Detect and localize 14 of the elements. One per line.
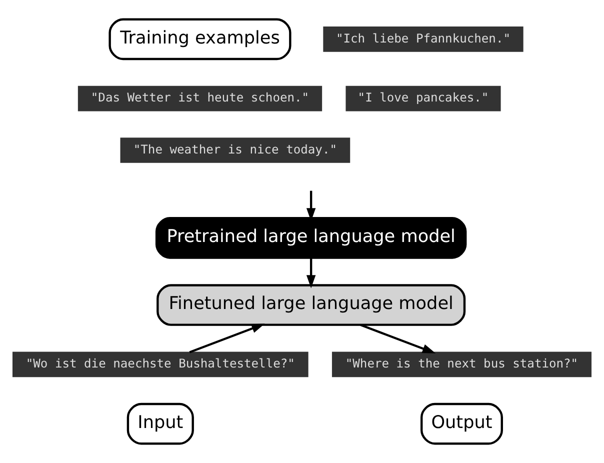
- arrow: [360, 324, 436, 354]
- node-box: Pretrained large language model: [155, 217, 467, 259]
- node-box: "Where is the next bus station?": [332, 352, 592, 378]
- node-box: Finetuned large language model: [156, 284, 466, 326]
- arrow: [306, 258, 316, 288]
- node-box: Input: [126, 402, 194, 445]
- node-box: "I love pancakes.": [346, 86, 501, 112]
- node-box: Output: [420, 402, 503, 445]
- node-box: "Ich liebe Pfannkuchen.": [323, 26, 524, 52]
- arrow: [189, 324, 265, 354]
- node-box: Training examples: [108, 18, 292, 60]
- node-box: "Wo ist die naechste Bushaltestelle?": [12, 352, 308, 378]
- node-box: "The weather is nice today.": [120, 138, 350, 163]
- node-box: "Das Wetter ist heute schoen.": [78, 86, 322, 112]
